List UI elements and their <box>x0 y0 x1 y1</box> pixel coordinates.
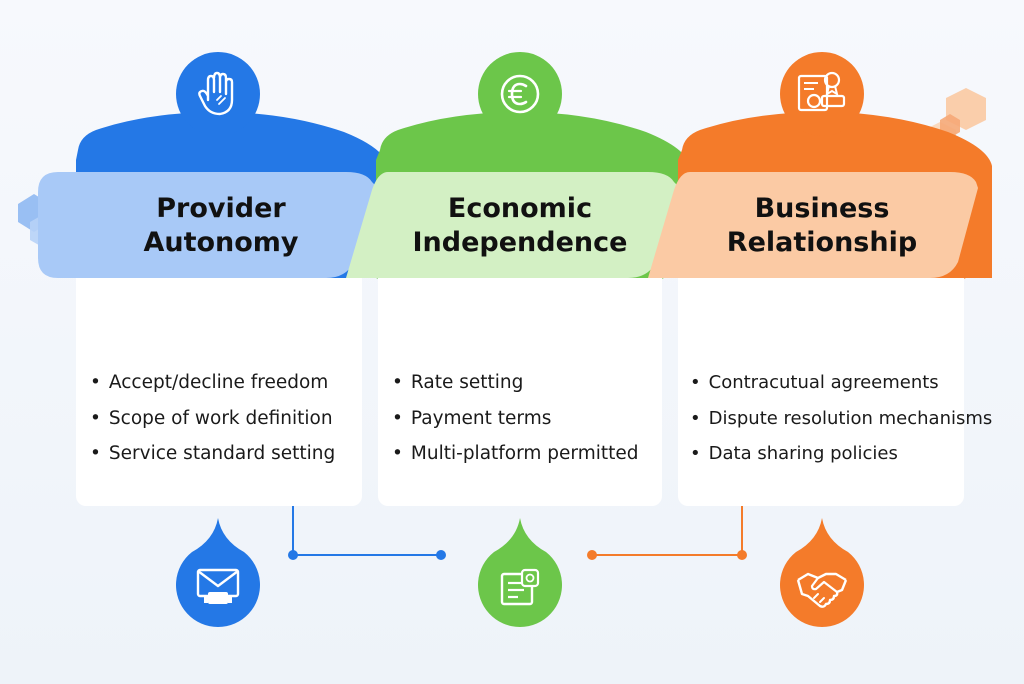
circle-badge-economic <box>478 52 562 136</box>
circle-badge-autonomy <box>176 52 260 136</box>
list-item: Dispute resolution mechanisms <box>690 401 993 437</box>
title-line: Autonomy <box>143 227 299 258</box>
band-autonomy <box>38 172 378 278</box>
drop-badge-economic <box>477 518 562 627</box>
pillar-items-economic: Rate setting Payment terms Multi-platfor… <box>392 365 639 472</box>
band-economic <box>346 172 680 278</box>
title-line: Economic <box>447 193 593 224</box>
list-item: Scope of work definition <box>90 401 335 437</box>
title-line: Independence <box>412 227 628 258</box>
drop-badge-autonomy <box>176 518 260 627</box>
connector-orange <box>587 506 747 560</box>
drop-badge-business <box>780 518 865 627</box>
euro-coin-icon <box>500 74 540 114</box>
list-item: Multi-platform permitted <box>392 436 639 472</box>
title-line: Relationship <box>726 227 918 258</box>
connector-blue <box>288 506 446 560</box>
handshake-icon <box>796 572 848 608</box>
pillar-title-economic: Economic Independence <box>372 192 668 260</box>
title-line: Business <box>754 193 890 224</box>
pillar-items-business: Contracutual agreements Dispute resoluti… <box>690 365 993 472</box>
title-line: Provider <box>156 193 286 224</box>
list-item: Accept/decline freedom <box>90 365 335 401</box>
envelope-icon <box>196 568 240 604</box>
pillar-title-autonomy: Provider Autonomy <box>76 192 366 260</box>
invoice-icon <box>500 568 540 606</box>
list-item: Rate setting <box>392 365 639 401</box>
raised-hand-icon <box>198 71 234 116</box>
contract-certificate-icon <box>797 71 846 112</box>
list-item: Contracutual agreements <box>690 365 992 401</box>
pillar-title-business: Business Relationship <box>674 192 970 260</box>
list-item: Payment terms <box>392 401 639 437</box>
band-business <box>648 172 978 278</box>
list-item: Data sharing policies <box>690 436 992 472</box>
pillar-items-autonomy: Accept/decline freedom Scope of work def… <box>90 365 335 472</box>
circle-badge-business <box>780 52 864 136</box>
list-item: Service standard setting <box>90 436 335 472</box>
